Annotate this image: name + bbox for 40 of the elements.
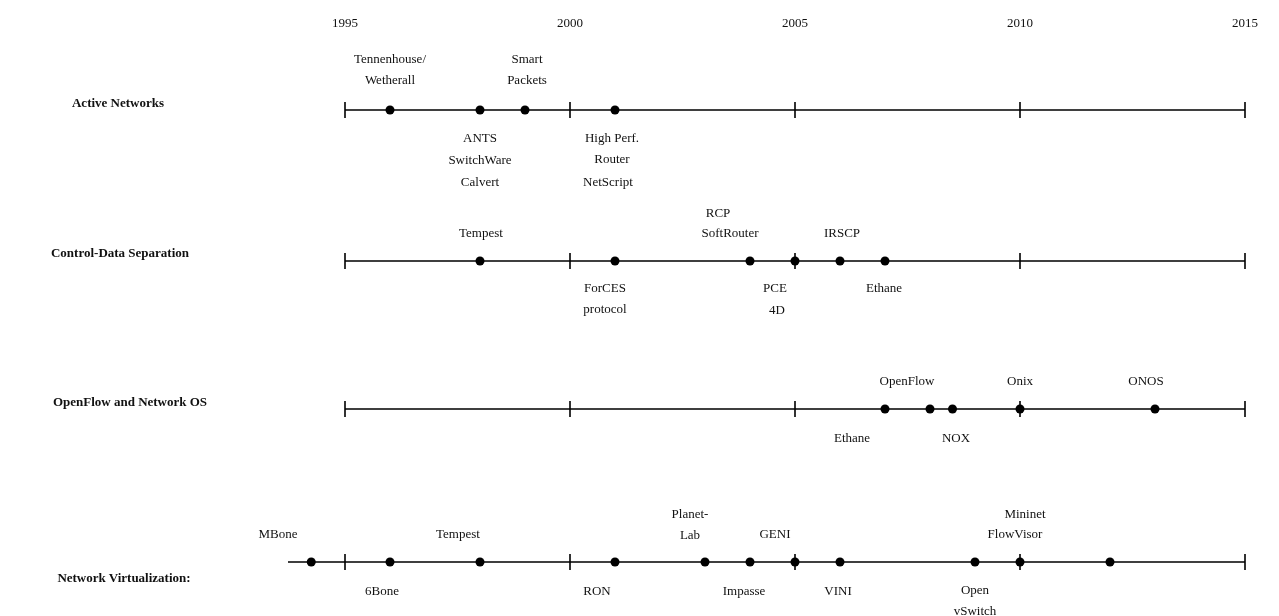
row-heading: Control-Data Separation xyxy=(50,243,190,262)
year-label: 2005 xyxy=(782,13,808,32)
event-label: SwitchWare xyxy=(448,150,512,169)
event-label: Calvert xyxy=(460,172,500,191)
event-label: Open vSwitch xyxy=(952,581,998,616)
year-label: 2000 xyxy=(557,13,583,32)
event-label: MBone xyxy=(258,524,298,543)
event-label: Tennenhouse/ Wetherall xyxy=(353,50,427,89)
year-label: 1995 xyxy=(332,13,358,32)
event-label: FlowVisor xyxy=(987,524,1043,543)
event-label: Onix xyxy=(1007,371,1033,390)
event-label: OpenFlow xyxy=(879,371,935,390)
event-label: ANTS xyxy=(463,128,497,147)
event-label: Smart Packets xyxy=(506,50,548,89)
year-label: 2010 xyxy=(1007,13,1033,32)
event-label: VINI xyxy=(824,581,852,600)
event-label: NetScript xyxy=(583,172,633,191)
event-label: 6Bone xyxy=(365,581,399,600)
event-label: Ethane xyxy=(865,278,903,297)
event-label: RON xyxy=(583,581,611,600)
event-label: PCE xyxy=(763,278,787,297)
event-label: High Perf. Router xyxy=(583,129,641,168)
row-heading: Network Virtualization: xyxy=(57,568,191,587)
event-label: 4D xyxy=(769,300,785,319)
event-label: ForCES protocol xyxy=(582,279,628,318)
event-label: NOX xyxy=(941,428,971,447)
event-label: Impasse xyxy=(722,581,766,600)
event-label: RCP xyxy=(705,203,731,222)
event-label: SoftRouter xyxy=(701,223,759,242)
row-heading: Active Networks xyxy=(71,93,165,112)
event-label: ONOS xyxy=(1128,371,1164,390)
event-label: Planet- Lab xyxy=(670,505,710,544)
event-label: Tempest xyxy=(459,223,503,242)
event-label: Mininet xyxy=(1004,504,1046,523)
event-label: IRSCP xyxy=(823,223,861,242)
event-label: Tempest xyxy=(436,524,480,543)
event-label: Ethane xyxy=(833,428,871,447)
event-label: GENI xyxy=(759,524,791,543)
row-heading: OpenFlow and Network OS xyxy=(52,392,208,411)
year-label: 2015 xyxy=(1232,13,1258,32)
